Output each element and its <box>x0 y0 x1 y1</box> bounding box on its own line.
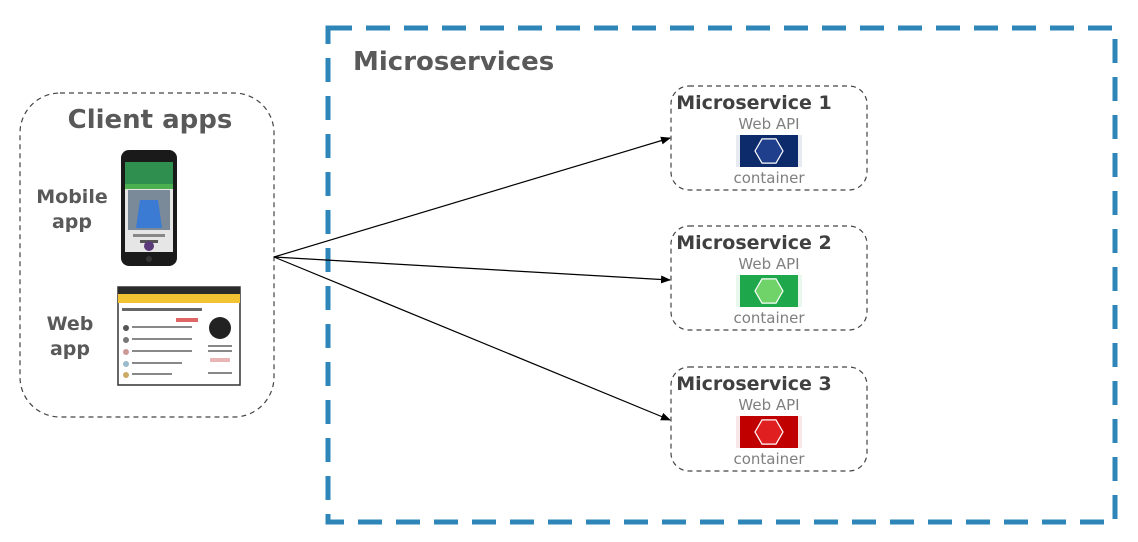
microservice-1-api-label: Web API <box>738 115 799 133</box>
microservice-1-title: Microservice 1 <box>676 92 832 114</box>
microservice-2-api-label: Web API <box>738 255 799 273</box>
arrow-to-microservice-3 <box>273 256 671 421</box>
microservices-title: Microservices <box>353 47 554 77</box>
connections <box>273 136 671 421</box>
microservice-3-container-label: container <box>733 450 805 468</box>
container-icon <box>736 135 802 167</box>
mobile-phone-icon <box>121 150 177 266</box>
microservice-1-border <box>670 85 868 191</box>
client-apps-box <box>19 92 275 418</box>
microservice-3-title: Microservice 3 <box>676 373 832 395</box>
arrow-to-microservice-1 <box>273 136 671 258</box>
container-icon <box>736 416 802 448</box>
microservice-1-container-label: container <box>733 169 805 187</box>
mobile-app-label-line2: app <box>52 211 92 233</box>
mobile-app-label-line1: Mobile <box>36 186 107 208</box>
arrow-to-microservice-2 <box>273 256 671 284</box>
client-apps-title: Client apps <box>68 105 233 135</box>
microservice-2-container-label: container <box>733 309 805 327</box>
microservice-2-border <box>670 225 868 331</box>
web-browser-icon <box>117 286 241 386</box>
web-app-label-line2: app <box>50 338 90 360</box>
microservice-3-api-label: Web API <box>738 396 799 414</box>
web-app-label-line1: Web <box>47 313 94 335</box>
container-icon <box>736 275 802 307</box>
microservices-boundary <box>325 25 1118 525</box>
microservice-2-title: Microservice 2 <box>676 232 832 254</box>
microservice-3-border <box>670 366 868 472</box>
